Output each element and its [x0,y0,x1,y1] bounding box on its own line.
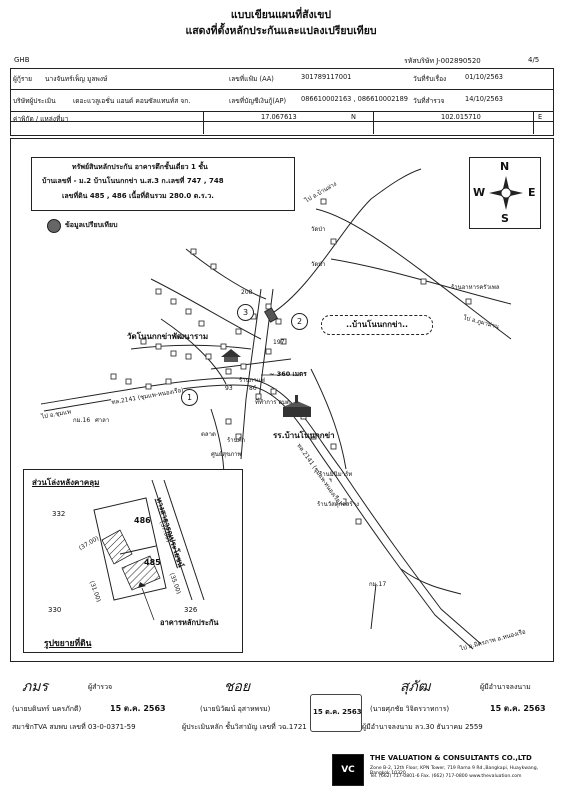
info-line-1: ทรัพย์สินหลักประกัน อาคารตึกชั้นเดี่ยว 1… [72,163,208,171]
company-address-1: Zone B-2, 12th Floor, KPN Tower, 719 Ram… [370,766,539,776]
signature-section: ภมร ผู้สำรวจ (นายบดินทร์ นครภักดี) 15 ต.… [10,676,552,786]
inset-footer: รูปขยายที่ดิน [44,639,92,649]
recv-value: 01/10/2563 [465,73,504,81]
surveyor-role: ผู้สำรวจ [88,683,113,691]
poi-4: ที่ทำการ อบต. [255,399,292,406]
ghb-label: GHB [14,56,30,64]
lat-dir: N [351,113,356,121]
authorizer-note: ผู้มีอำนาจลงนาม ลว.30 ธันวาคม 2559 [362,723,483,731]
temple-label: วัดโนนกกข่าพัฒนาราม [127,332,209,341]
appraiser-name: (นายนิวัฒน์ อุสาหพรม) [200,705,271,713]
recv-label: วันที่รับเรื่อง [413,75,447,83]
lot-326: 326 [184,606,198,614]
temple-icon [221,349,241,362]
surveyor-date: 15 ต.ค. 2563 [110,704,166,713]
authorizer-name: (นายศุภชัย วิจิตรวาทการ) [370,705,450,713]
poi-10: ร้านมินิมาร์ท [319,471,353,478]
lat-value: 17.067613 [261,113,297,121]
authorizer-date: 15 ต.ค. 2563 [490,704,546,713]
compass-rose-icon [489,176,523,210]
assoc-label: สมาชิกTVA สมพบ เลขที่ 03-0-0371-59 [12,723,136,731]
compare-legend-label: ข้อมูลเปรียบเทียบ [65,221,118,229]
info-line-3: เลขที่ดิน 485 , 486 เนื้อที่ดินรวม 280.0… [62,192,214,200]
lon-dir: E [538,113,543,121]
house-208: 208 [241,289,253,296]
poi-8: ศูนย์สุขภาพ [211,451,242,458]
stamp-date: 15 ต.ค. 2563 [313,708,362,716]
authorizer-signature: สุภัฒ [400,679,431,695]
lot-486: 486 [134,516,151,525]
company-address-2: Tel. (662) 717-0801-6 Fax. (662) 717-080… [370,774,522,779]
village-label: ..บ้านโนนกกข่า.. [321,315,433,335]
sala-label: ศาลา [95,417,110,424]
poi-9: ตลาด [201,431,216,438]
appraiser-role: ผู้ประเมินหลัก ชั้นวิสามัญ เลขที่ วฉ.172… [182,723,307,731]
house-86: 86 [249,385,257,392]
building-label: อาคารหลักประกัน [160,618,219,627]
client-value: นางจันทร์เพ็ญ มูลพงษ์ [45,75,108,83]
account-label: เลขที่บัญชีเงินกู้(AP) [229,97,287,105]
company-name: THE VALUATION & CONSULTANTS CO.,LTD [370,754,532,762]
doc-title-2: แสดงที่ตั้งหลักประกันและแปลงเปรียบเทียบ [185,25,377,37]
client-label: ผู้กู้ราย [13,75,32,83]
property-info-box: ทรัพย์สินหลักประกัน อาคารตึกชั้นเดี่ยว 1… [31,157,295,211]
poi-5: ร้านค้า [227,437,246,444]
collateral-marker [263,307,279,323]
info-line-2: บ้านเลขที่ - ม.2 บ้านโนนกกข่า น.ส.3 ก.เล… [42,177,224,185]
school-icon [283,395,311,417]
poi-1: วัดป่า [311,226,326,233]
compare-marker-3: 3 [237,304,254,321]
surveyor-name: (นายบดินทร์ นครภักดี) [12,705,82,713]
company-label: บริษัทผู้ประเมิน [13,97,56,105]
poi-2: วัดป่า [311,261,326,268]
compare-marker-1: 1 [181,389,198,406]
plot-drawing [93,479,205,621]
page-number: 4/5 [528,56,540,64]
survey-label: วันที่สำรวจ [413,97,445,105]
inset-title: ส่วนโล่งหลังคาคลุม [32,478,100,487]
lot-332: 332 [52,510,66,518]
company-code: รหัสบริษัท J-002890520 [404,57,481,65]
compare-marker-2: 2 [291,313,308,330]
location-map: ทรัพย์สินหลักประกัน อาคารตึกชั้นเดี่ยว 1… [10,138,554,662]
compass-s: S [501,212,509,225]
company-value: เดอะแวลูเอชั่น แอนด์ คอนซัลแทนท์ส จก. [73,97,191,105]
poi-7: ร้านอาหารครัวเพล [451,284,500,291]
km16-label: กม.16 [73,417,91,424]
lot-485: 485 [144,558,161,567]
house-93: 93 [225,385,233,392]
km17-label: กม.17 [369,581,387,588]
file-value: 301789117001 [301,73,352,81]
doc-title-1: แบบเขียนแผนที่สังเขป [230,9,332,21]
coord-label: ค่าพิกัด / แหล่งที่มา [13,115,69,123]
info-table: ผู้กู้ราย นางจันทร์เพ็ญ มูลพงษ์ เลขที่แฟ… [10,68,554,136]
account-value: 086610002163 , 086610002189 [301,95,408,103]
poi-6: ร้านวัสดุก่อสร้าง [317,501,360,508]
lot-330: 330 [48,606,62,614]
compare-legend-icon [47,219,61,233]
lon-value: 102.015710 [441,113,481,121]
compass-e: E [528,186,536,199]
company-logo: VC [332,754,364,786]
survey-value: 14/10/2563 [465,95,504,103]
surveyor-signature: ภมร [22,679,48,695]
file-label: เลขที่แฟ้ม (AA) [229,75,274,83]
school-label: รร.บ้านโนนกกข่า [273,431,335,440]
appraiser-signature: ชอย [224,679,251,695]
compass-w: W [473,186,486,199]
authorizer-role: ผู้มีอำนาจลงนาม [480,683,531,691]
plot-inset: ส่วนโล่งหลังคาคลุม ทางสาธารณประโยชน์ 486… [23,469,243,653]
distance-label: ~ 360 เมตร [269,370,307,378]
compass-box: N S W E [469,157,541,229]
poi-3: ร้านกาแฟ [239,377,265,384]
house-197: 197 [273,339,285,346]
compass-n: N [500,160,510,173]
stamp-box: 15 ต.ค. 2563 [310,694,362,732]
